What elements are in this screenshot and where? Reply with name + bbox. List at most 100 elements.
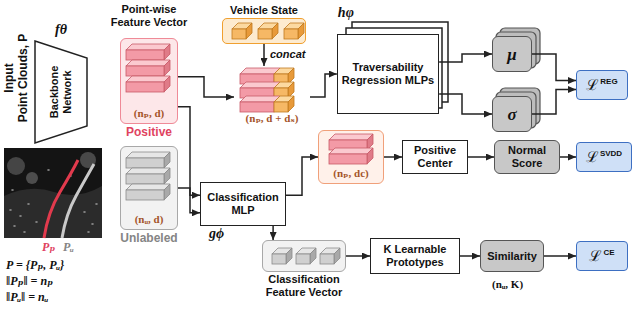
state-cube xyxy=(232,23,252,39)
function-name: fθ xyxy=(55,22,67,38)
feature-slab xyxy=(126,152,170,168)
state-cube xyxy=(258,23,278,39)
loss-superscript: REG xyxy=(600,77,617,86)
feature-slab xyxy=(126,184,170,200)
output-box: σ xyxy=(492,96,532,132)
feature-slab xyxy=(126,60,170,76)
arrow-connector xyxy=(439,94,492,114)
title-text: Input xyxy=(2,8,16,148)
group-name: Unlabeled xyxy=(120,231,177,245)
dimension-label: (nᵤ, K) xyxy=(492,278,523,291)
box-fill xyxy=(120,38,178,124)
loss-symbol: ℒ xyxy=(586,77,599,94)
function-name: gϕ xyxy=(209,226,224,242)
section-heading: Point-wise Feature Vector xyxy=(106,3,192,29)
image-label: Pₚ xyxy=(41,240,56,254)
point-cloud-image xyxy=(4,148,102,238)
loss-box: ℒSVDD xyxy=(576,142,632,172)
concat-stack: (nₚ, d + dₛ) xyxy=(234,66,310,128)
feature-slab xyxy=(126,76,170,92)
title-text: Point Clouds, P xyxy=(16,8,30,148)
concat-slab xyxy=(240,68,294,84)
mlp-box: Classification MLPgϕ xyxy=(200,182,286,226)
arrow-connector xyxy=(560,156,576,158)
unlabeled-track xyxy=(62,164,94,238)
dimension-label: (nₚ, d + dₛ) xyxy=(234,112,310,125)
feature-cube xyxy=(320,248,340,264)
score-box: Normal Score xyxy=(494,140,560,174)
process-box: K Learnable Prototypes xyxy=(370,238,460,274)
arrow-connector xyxy=(310,74,337,97)
arrow-connector xyxy=(263,44,265,66)
box-fill xyxy=(262,240,346,272)
backbone-trapezoid: fθBackbone Network xyxy=(34,40,88,144)
feature-slab xyxy=(126,168,170,184)
feature-box: (nₚ, dc) xyxy=(318,130,384,184)
edge-label: concat xyxy=(270,48,305,61)
rotated-title: InputPoint Clouds, P xyxy=(2,8,30,148)
box-text: Traversability Regression MLPs xyxy=(338,61,438,87)
image-ground xyxy=(4,148,102,238)
box-text: Similarity xyxy=(487,250,537,263)
feature-box: (nᵤ, d)Unlabeled xyxy=(120,146,178,230)
box-text: K Learnable Prototypes xyxy=(371,243,459,269)
arrow-connector xyxy=(346,255,370,257)
box-fill xyxy=(318,130,384,184)
arrow-connector xyxy=(178,107,200,195)
loss-box: ℒREG xyxy=(576,70,628,100)
loss-symbol: ℒ xyxy=(589,248,602,265)
box-caption: Classification Feature Vector xyxy=(254,273,354,299)
symbol-text: μ xyxy=(507,45,516,64)
loss-superscript: CE xyxy=(603,248,614,257)
box-fill xyxy=(120,146,178,230)
score-box: Similarity xyxy=(480,240,544,272)
box-text: Normal Score xyxy=(495,144,559,170)
equation: P = {Pₚ, Pᵤ} xyxy=(6,258,64,272)
arrow-connector xyxy=(532,54,576,81)
arrow-connector xyxy=(178,188,200,213)
concat-slab xyxy=(240,96,294,112)
feature-cube xyxy=(296,248,316,264)
loss-symbol: ℒ xyxy=(586,149,599,166)
output-box: μ xyxy=(492,36,532,72)
box-text: Classification MLP xyxy=(201,191,285,217)
feature-box: Classification Feature Vector xyxy=(262,240,346,272)
arrow-connector xyxy=(286,157,318,195)
tree-points xyxy=(26,172,38,184)
equation: ‖Pᵤ‖ = nᵤ xyxy=(6,290,48,304)
state-cube xyxy=(284,23,304,39)
box-fill xyxy=(222,18,306,44)
process-box: Positive Center xyxy=(402,140,468,174)
feature-slab xyxy=(126,44,170,60)
arrow-connector xyxy=(468,156,494,158)
arrow-connector xyxy=(460,255,480,257)
equation: ‖Pₚ‖ = nₚ xyxy=(6,274,53,288)
mlp-box: hφTraversability Regression MLPs xyxy=(337,34,439,114)
image-label: Pᵤ xyxy=(62,240,75,254)
arrow-connector xyxy=(544,255,576,257)
arrow-connector xyxy=(439,54,492,62)
dimension-label: (nₚ, dc) xyxy=(319,167,383,180)
group-name: Positive xyxy=(126,125,172,139)
arrow-connector xyxy=(272,226,274,240)
function-name: hφ xyxy=(338,5,354,21)
dimension-label: (nᵤ, d) xyxy=(121,213,177,226)
feature-box: (nₚ, d)Positive xyxy=(120,38,178,124)
arrow-connector xyxy=(178,77,234,97)
terrain xyxy=(4,186,102,238)
arrow-connector xyxy=(532,90,576,115)
box-text: Positive Center xyxy=(403,144,467,170)
box-text: Backbone Network xyxy=(48,57,74,127)
concat-slab xyxy=(240,82,294,98)
loss-box: ℒCE xyxy=(576,241,628,271)
trapezoid-outline xyxy=(35,41,87,143)
feature-slab xyxy=(329,148,373,164)
dimension-label: (nₚ, d) xyxy=(121,107,177,120)
arrow-connector xyxy=(384,156,402,158)
feature-cube xyxy=(272,248,292,264)
tree-points xyxy=(7,157,25,175)
symbol-text: σ xyxy=(507,105,516,124)
box-heading: Vehicle State xyxy=(230,4,298,17)
